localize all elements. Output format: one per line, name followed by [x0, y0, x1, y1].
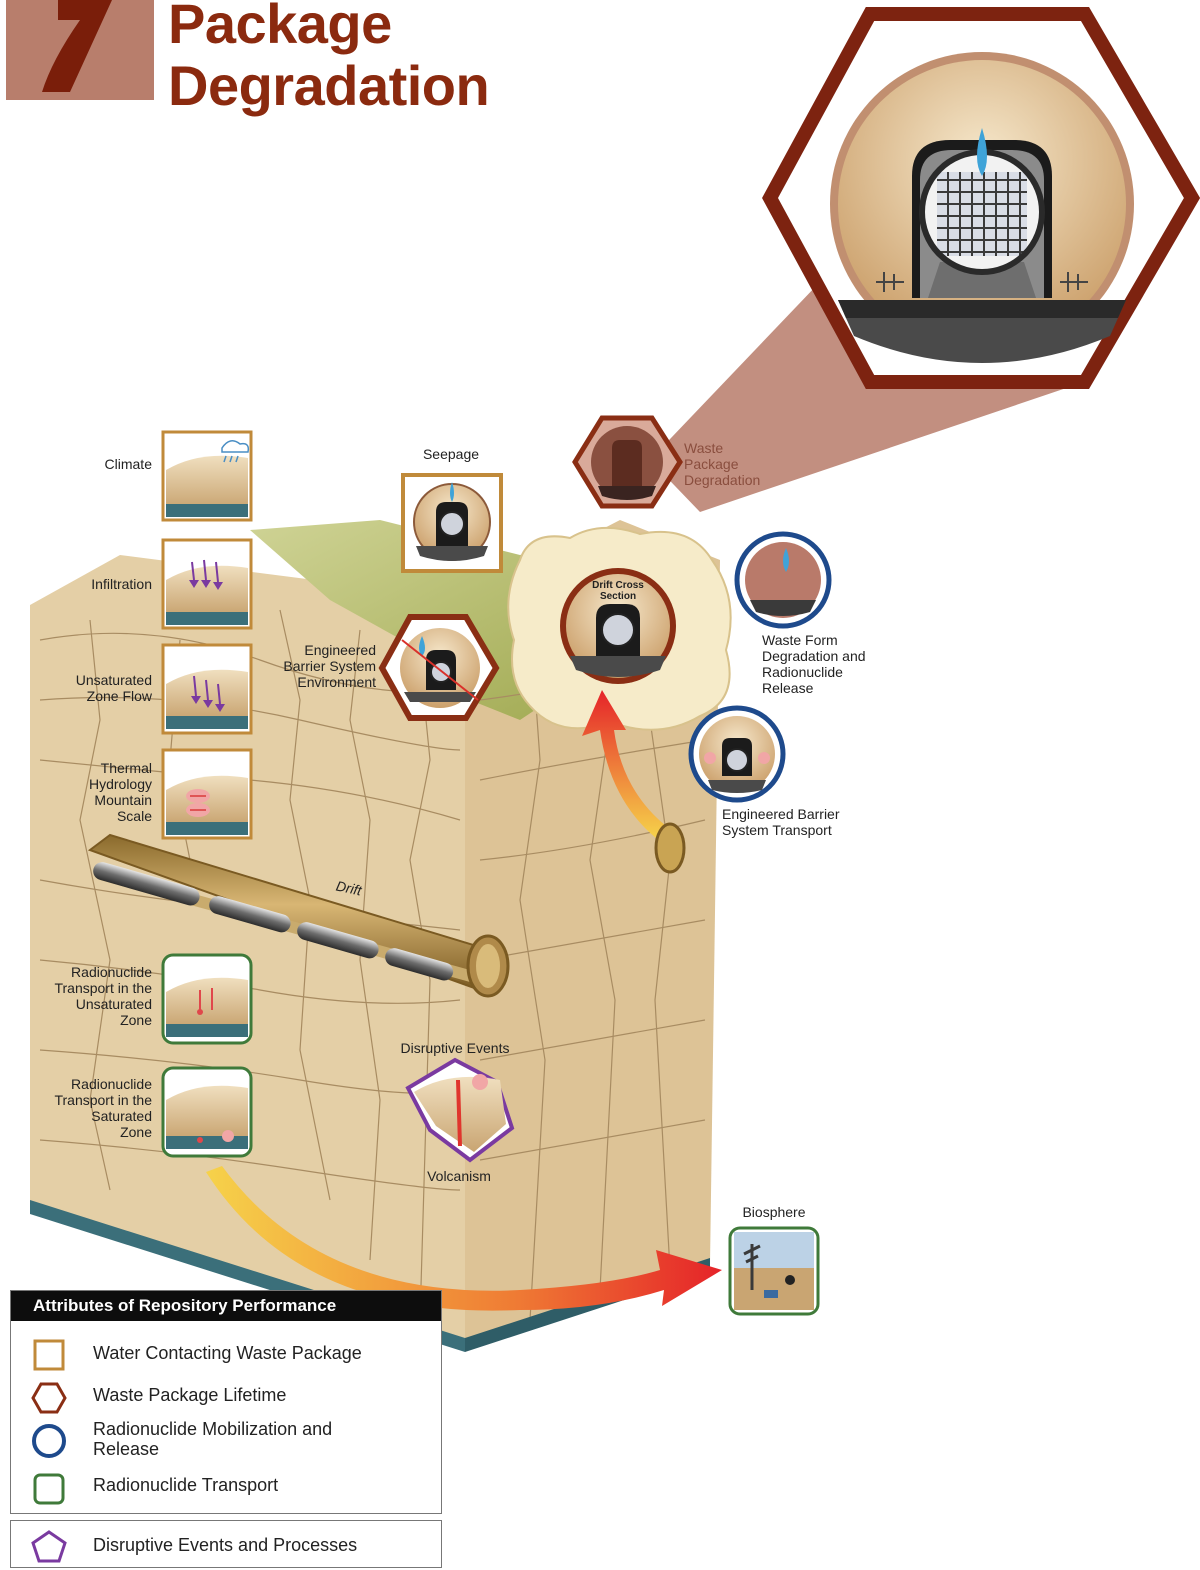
label-rt-sz-line3: Saturated	[91, 1108, 152, 1124]
label-wp-deg-line3: Degradation	[684, 472, 761, 488]
legend-label-wp-lifetime: Waste Package Lifetime	[93, 1385, 287, 1405]
climate-panel	[161, 430, 253, 522]
label-drift-cross-line1: Drift Cross	[592, 580, 644, 591]
hexagon-icon	[31, 1382, 67, 1414]
label-ebs-env-line2: Barrier System	[283, 658, 376, 674]
legend-item-water-contacting: Water Contacting Waste Package	[11, 1335, 441, 1375]
label-ebs-transport: Engineered Barrier System Transport	[722, 806, 882, 838]
infiltration-panel	[161, 538, 253, 630]
legend-item-transport: Radionuclide Transport	[11, 1469, 441, 1509]
label-seepage: Seepage	[422, 446, 480, 462]
volcanism-pentagon	[405, 1057, 515, 1163]
block-left-face	[30, 555, 470, 1350]
legend-heading: Attributes of Repository Performance	[11, 1291, 441, 1321]
label-thermal-line2: Hydrology	[88, 776, 152, 792]
legend-label-mobilization-line1: Radionuclide Mobilization and	[93, 1419, 333, 1439]
label-thermal-line1: Thermal	[100, 760, 152, 776]
label-rt-uz-line2: Transport in the	[54, 980, 152, 996]
label-wf-line2: Degradation and	[762, 648, 866, 664]
label-biosphere: Biosphere	[742, 1204, 806, 1220]
orange-square-icon	[33, 1339, 65, 1371]
label-rt-sz: Radionuclide Transport in the Saturated …	[30, 1076, 152, 1140]
ebs-transport-circle	[688, 705, 786, 803]
arrow-to-drift	[582, 690, 666, 838]
waste-form-circle	[734, 531, 832, 629]
label-wp-deg-line2: Package	[684, 456, 739, 472]
label-uz-flow: Unsaturated Zone Flow	[40, 672, 152, 704]
label-rt-uz: Radionuclide Transport in the Unsaturate…	[30, 964, 152, 1028]
title-line-2: Degradation	[168, 54, 490, 117]
biosphere-panel	[728, 1226, 820, 1316]
legend-label-water-contacting: Water Contacting Waste Package	[93, 1343, 362, 1363]
arrow-to-biosphere	[206, 1166, 722, 1311]
label-ebs-trans-line2: System Transport	[722, 822, 832, 838]
title-number-glyph	[42, 0, 112, 92]
legend: Attributes of Repository Performance Wat…	[10, 1290, 442, 1514]
legend-item-mobilization: Radionuclide Mobilization and Release	[11, 1417, 441, 1467]
label-volcanism: Volcanism	[427, 1168, 491, 1184]
waste-package-detail	[762, 7, 1200, 389]
label-rt-sz-line2: Transport in the	[54, 1092, 152, 1108]
drift-opening	[654, 822, 686, 874]
label-drift-cross-section: Drift Cross Section	[578, 580, 658, 602]
label-waste-form: Waste Form Degradation and Radionuclide …	[762, 632, 902, 696]
label-infiltration: Infiltration	[91, 576, 152, 592]
label-uz-flow-line2: Zone Flow	[86, 688, 152, 704]
ebs-environment-hexagon	[378, 614, 500, 721]
label-thermal-line3: Mountain	[94, 792, 152, 808]
label-thermal: Thermal Hydrology Mountain Scale	[40, 760, 152, 824]
label-rt-uz-line4: Zone	[120, 1012, 152, 1028]
legend-label-transport: Radionuclide Transport	[93, 1475, 279, 1495]
blue-circle-icon	[32, 1424, 66, 1458]
rt-sz-panel	[161, 1066, 253, 1158]
legend-item-disruptive: Disruptive Events and Processes	[11, 1525, 441, 1565]
wp-degradation-hexagon	[572, 415, 683, 509]
rt-uz-panel	[161, 953, 253, 1045]
label-ebs-env-line3: Environment	[297, 674, 376, 690]
label-drift-cross-line2: Section	[599, 591, 637, 602]
label-wp-degradation: Waste Package Degradation	[684, 440, 794, 488]
thermal-hydrology-panel	[161, 748, 253, 840]
green-square-icon	[33, 1473, 65, 1505]
label-disruptive-events: Disruptive Events	[400, 1040, 510, 1056]
label-ebs-trans-line1: Engineered Barrier	[722, 806, 840, 822]
legend-disruptive: Disruptive Events and Processes	[10, 1520, 442, 1568]
label-climate: Climate	[104, 456, 152, 472]
label-wf-line4: Release	[762, 680, 814, 696]
pentagon-icon	[31, 1530, 67, 1563]
label-rt-uz-line3: Unsaturated	[75, 996, 152, 1012]
label-wp-deg-line1: Waste	[684, 440, 724, 456]
legend-label-mobilization: Radionuclide Mobilization and Release	[93, 1419, 332, 1459]
title-line-1: Package	[168, 0, 392, 55]
label-rt-sz-line4: Zone	[120, 1124, 152, 1140]
label-wf-line3: Radionuclide	[762, 664, 843, 680]
legend-label-mobilization-line2: Release	[93, 1439, 160, 1459]
drift-tunnel	[87, 833, 510, 998]
label-rt-uz-line1: Radionuclide	[71, 964, 152, 980]
label-uz-flow-line1: Unsaturated	[75, 672, 152, 688]
legend-label-disruptive: Disruptive Events and Processes	[93, 1535, 358, 1555]
drift-cross-section	[507, 526, 732, 731]
label-thermal-line4: Scale	[116, 808, 152, 824]
label-rt-sz-line1: Radionuclide	[71, 1076, 152, 1092]
label-wf-line1: Waste Form	[762, 632, 838, 648]
seepage-panel	[401, 473, 503, 573]
legend-item-waste-package-lifetime: Waste Package Lifetime	[11, 1377, 441, 1417]
uz-flow-panel	[161, 643, 253, 735]
label-ebs-environment: Engineered Barrier System Environment	[252, 642, 376, 690]
label-ebs-env-line1: Engineered	[304, 642, 376, 658]
